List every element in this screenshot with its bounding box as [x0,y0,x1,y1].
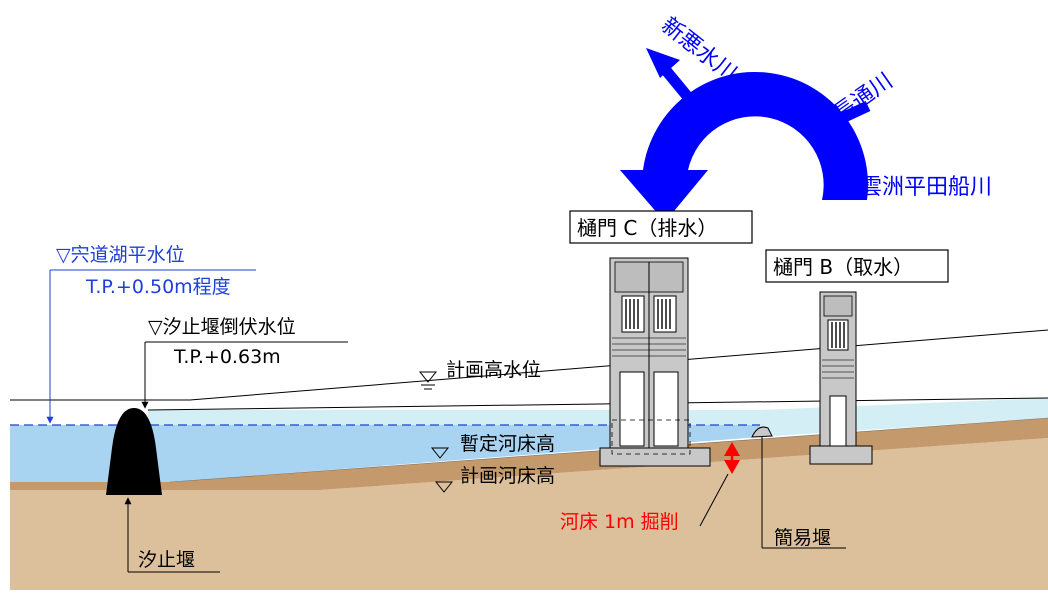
gate-b-structure [809,291,873,465]
weir-fall-level-value: T.P.+0.63m [173,346,281,368]
gate-c-label-box [569,210,753,244]
gate-c-label: 樋門 C（排水） [577,216,717,240]
ground-lower-layer [10,438,1048,590]
flow-diagram [620,48,871,222]
provisional-bed-symbol [430,447,450,459]
simple-weir-shape [751,426,773,438]
river-label-nagatori: 長通川 [829,69,897,127]
gate-c-structure [599,257,711,467]
excavation-label: 河床 1m 掘削 [560,511,679,533]
tide-weir-shape [106,408,162,495]
planned-high-water-label: 計画高水位 [446,359,541,381]
planned-bed-label: 計画河床高 [460,465,555,487]
curved-flow-arrow [620,71,869,222]
tide-weir-label: 汐止堰 [138,549,195,571]
planned-bed-symbol [434,481,454,493]
lake-water [10,425,760,482]
lake-level-title: ▽宍道湖平水位 [56,244,185,266]
provisional-bed-label: 暫定河床高 [460,433,555,455]
water-level-symbol [418,371,438,390]
gate-b-label: 樋門 B（取水） [773,255,913,279]
gate-b-label-box [765,249,949,283]
simple-weir-label: 簡易堰 [774,527,831,549]
lake-level-value: T.P.+0.50m程度 [85,276,231,298]
weir-fall-level-title: ▽汐止堰倒伏水位 [148,316,296,338]
excavation-marker [699,442,740,527]
river-label-unshu: 雲洲平田船川 [860,175,992,200]
